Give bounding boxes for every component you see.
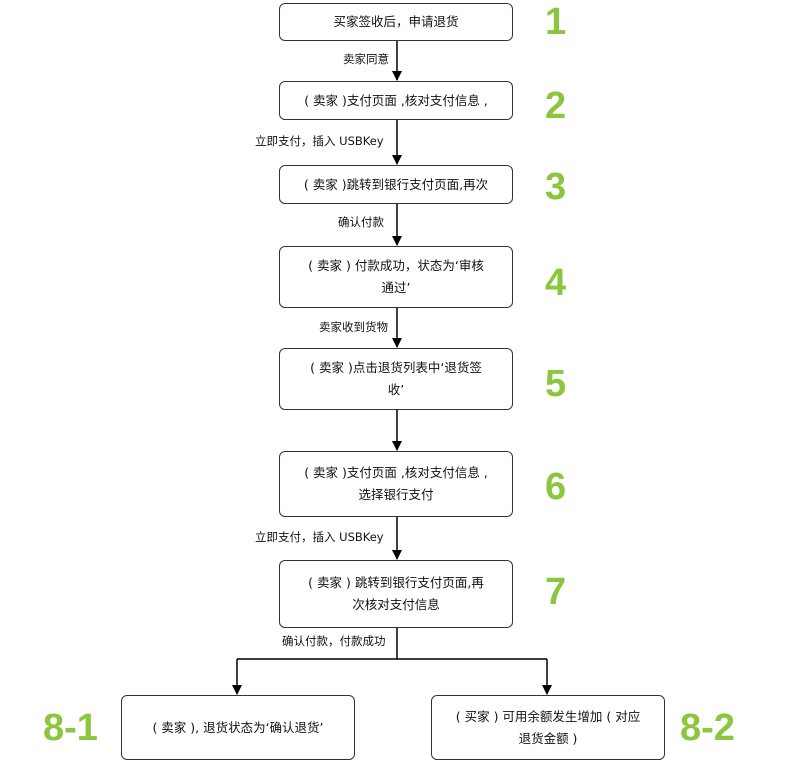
step-1-box: 买家签收后，申请退货 xyxy=(279,3,513,41)
step-6-number: 6 xyxy=(545,466,567,508)
step-8-2-number: 8-2 xyxy=(680,707,735,749)
step-7-text: ( 卖家 ) 跳转到银行支付页面,再 次核对支付信息 xyxy=(308,575,484,612)
step-3-number: 3 xyxy=(545,166,567,208)
step-4-text: ( 卖家 ) 付款成功，状态为‘审核 通过’ xyxy=(308,258,484,295)
step-2-text: ( 卖家 )支付页面 ,核对支付信息 , xyxy=(304,92,488,108)
step-4-box: ( 卖家 ) 付款成功，状态为‘审核 通过’ xyxy=(279,246,513,308)
step-8-2-text: ( 买家 ) 可用余额发生增加 ( 对应 退货金额 ) xyxy=(455,708,641,746)
step-2-box: ( 卖家 )支付页面 ,核对支付信息 , xyxy=(279,81,513,120)
step-7-box: ( 卖家 ) 跳转到银行支付页面,再 次核对支付信息 xyxy=(279,560,513,628)
step-8-2-box: ( 买家 ) 可用余额发生增加 ( 对应 退货金额 ) xyxy=(431,695,665,760)
step-2-number: 2 xyxy=(545,85,567,127)
step-5-text: ( 卖家 )点击退货列表中‘退货签 收’ xyxy=(310,360,482,397)
step-4-number: 4 xyxy=(545,262,567,304)
connector-label-5: 立即支付，插入 USBKey xyxy=(255,530,384,544)
step-5-number: 5 xyxy=(545,363,567,405)
step-3-box: ( 卖家 )跳转到银行支付页面,再次 xyxy=(279,165,513,204)
step-6-box: ( 卖家 )支付页面 ,核对支付信息 , 选择银行支付 xyxy=(279,451,513,517)
step-7-number: 7 xyxy=(545,571,567,613)
connector-label-1: 卖家同意 xyxy=(343,52,389,66)
connector-label-3: 确认付款 xyxy=(338,215,384,229)
step-6-text: ( 卖家 )支付页面 ,核对支付信息 , 选择银行支付 xyxy=(304,465,488,502)
step-8-1-text: ( 卖家 ), 退货状态为‘确认退货’ xyxy=(152,719,324,735)
connector-label-2: 立即支付，插入 USBKey xyxy=(255,134,384,148)
step-1-number: 1 xyxy=(545,1,567,43)
step-1-text: 买家签收后，申请退货 xyxy=(333,14,459,29)
step-8-1-box: ( 卖家 ), 退货状态为‘确认退货’ xyxy=(121,695,355,760)
connector-label-4: 卖家收到货物 xyxy=(319,320,388,334)
step-5-box: ( 卖家 )点击退货列表中‘退货签 收’ xyxy=(279,348,513,410)
step-8-1-number: 8-1 xyxy=(43,707,98,749)
step-3-text: ( 卖家 )跳转到银行支付页面,再次 xyxy=(303,176,489,192)
connector-label-6: 确认付款，付款成功 xyxy=(282,634,386,648)
